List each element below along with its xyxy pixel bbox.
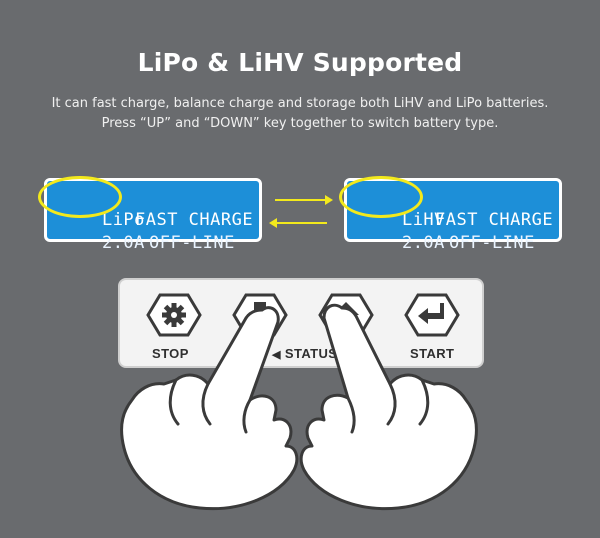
arrow-right-icon (275, 195, 333, 205)
stop-label: STOP (152, 346, 189, 361)
stop-key[interactable] (146, 292, 202, 338)
status-left-arrow-icon: ◀ (272, 349, 281, 361)
start-label: START (410, 346, 455, 361)
lcd-current: 2.0A (101, 233, 145, 253)
status-right-arrow-icon: ▶ (341, 349, 351, 361)
lcd-mode: FAST CHARGE (435, 210, 554, 230)
up-arrow-icon (318, 293, 374, 337)
start-key[interactable] (404, 292, 460, 338)
page-title: LiPo & LiHV Supported (137, 48, 463, 77)
highlight-circle-lihv (339, 176, 423, 218)
down-arrow-icon (232, 293, 288, 337)
lcd-battery-type: LiHV (401, 210, 445, 230)
lcd-mode: FAST CHARGE (135, 210, 254, 230)
gear-icon (146, 293, 202, 337)
arrow-left-icon (269, 218, 327, 228)
lcd-status: OFF-LINE (149, 233, 235, 253)
lcd-current: 2.0A (401, 233, 445, 253)
description: It can fast charge, balance charge and s… (51, 96, 549, 131)
lcd-status: OFF-LINE (449, 233, 535, 253)
key-panel: STOP ◀ STATUS ▶ START (118, 278, 484, 368)
highlight-circle-lipo (38, 176, 122, 218)
status-label: ◀ STATUS ▶ (272, 346, 350, 361)
lcd-battery-type: LiPo (101, 210, 145, 230)
down-key[interactable] (232, 292, 288, 338)
status-text: STATUS (284, 346, 338, 361)
up-key[interactable] (318, 292, 374, 338)
enter-icon (404, 293, 460, 337)
